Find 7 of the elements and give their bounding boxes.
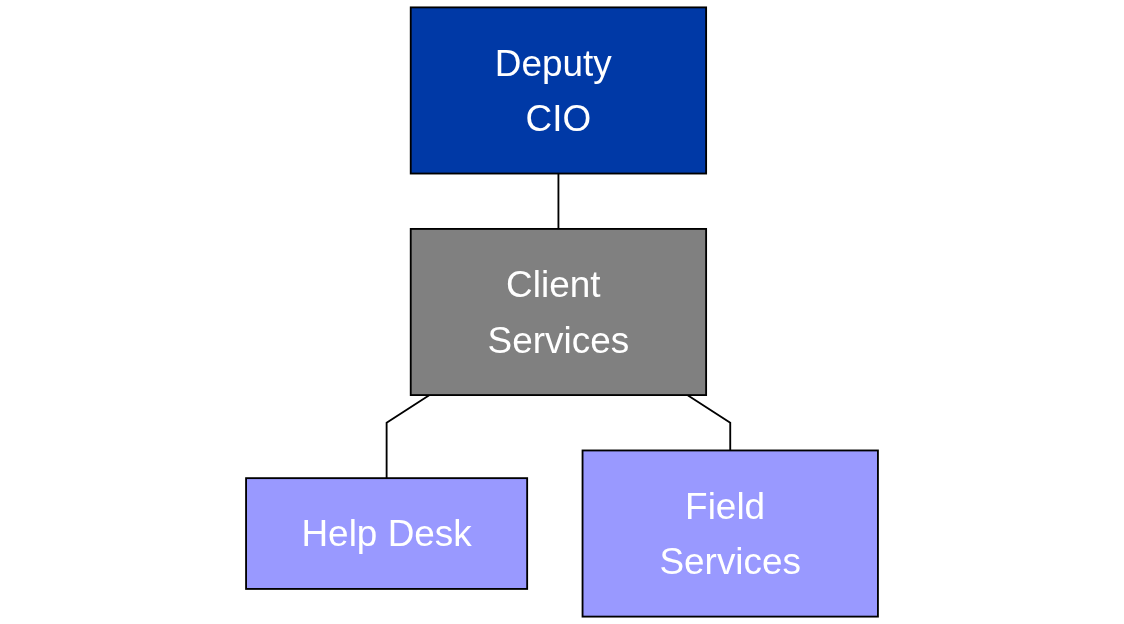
node-box: Deputy CIO (409, 6, 708, 175)
connector (385, 394, 431, 480)
node-box: Field Services (581, 449, 879, 618)
connector (686, 394, 732, 452)
connector (557, 172, 560, 230)
node-box: Client Services (409, 228, 708, 396)
node-box: Help Desk (245, 477, 529, 590)
